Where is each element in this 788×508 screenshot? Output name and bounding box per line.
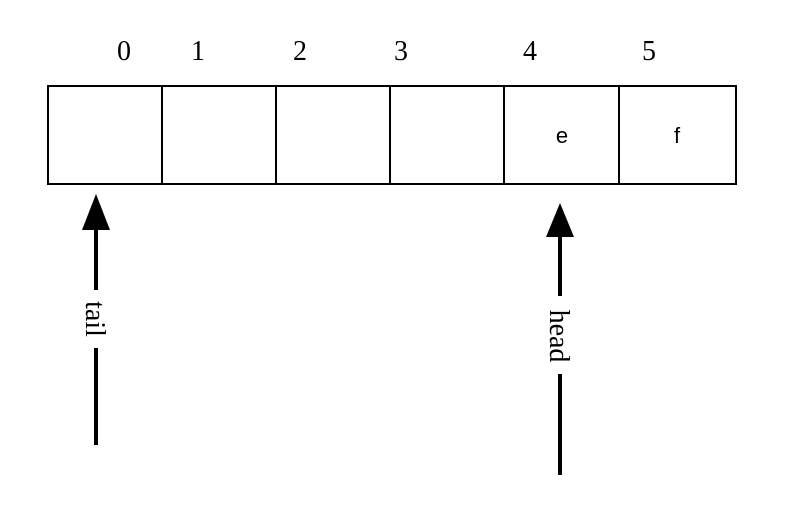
cell-value-5: f bbox=[674, 123, 681, 148]
array-cells: e f bbox=[47, 85, 737, 185]
index-labels: 0 1 2 3 4 5 bbox=[117, 36, 656, 67]
index-label-0: 0 bbox=[117, 36, 131, 67]
array-cell-5 bbox=[618, 85, 737, 185]
array-cell-3 bbox=[389, 85, 505, 185]
tail-label: tail bbox=[79, 301, 110, 337]
head-arrow-head bbox=[546, 203, 574, 237]
tail-pointer: tail bbox=[79, 194, 110, 445]
array-cell-0 bbox=[47, 85, 163, 185]
index-label-5: 5 bbox=[642, 36, 656, 67]
array-cell-2 bbox=[275, 85, 391, 185]
index-label-2: 2 bbox=[293, 36, 307, 67]
cell-value-4: e bbox=[556, 123, 568, 148]
array-cell-1 bbox=[161, 85, 277, 185]
index-label-4: 4 bbox=[523, 36, 537, 67]
head-label: head bbox=[543, 310, 574, 363]
array-cell-4 bbox=[503, 85, 620, 185]
index-label-1: 1 bbox=[191, 36, 205, 67]
head-pointer: head bbox=[543, 203, 574, 475]
tail-arrow-head bbox=[82, 194, 110, 230]
index-label-3: 3 bbox=[394, 36, 408, 67]
